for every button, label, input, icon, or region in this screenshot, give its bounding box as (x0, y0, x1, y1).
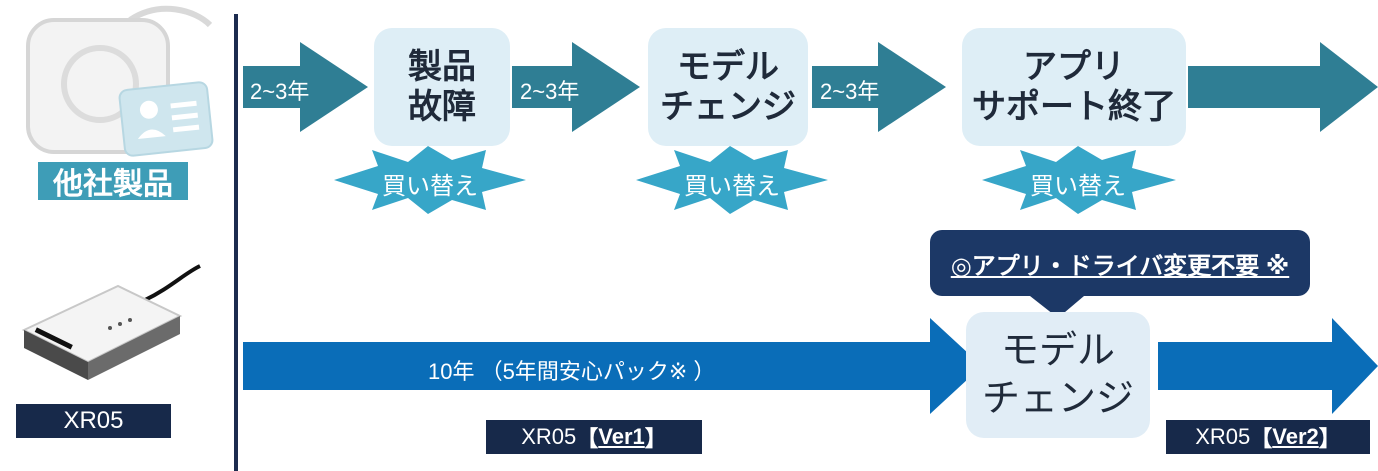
burst-3 (982, 146, 1176, 214)
version-tag-ver1: XR05 【 Ver1 】 (486, 420, 702, 454)
stage-product-failure: 製品 故障 (374, 28, 510, 146)
tag-prefix: XR05 (1195, 424, 1251, 449)
stage-line: モデル (1000, 330, 1115, 372)
arrow-3 (812, 42, 946, 132)
burst-3-label: 買い替え (1030, 173, 1126, 200)
tag-version: Ver2 (1272, 424, 1319, 449)
arrow-2-label: 2~3年 (520, 79, 580, 104)
stage-app-support-end: アプリ サポート終了 (962, 28, 1186, 146)
arrow-2 (512, 42, 640, 132)
stage-model-change: モデル チェンジ (648, 28, 808, 146)
stage-line: サポート終了 (972, 88, 1176, 126)
burst-1-label: 買い替え (382, 173, 478, 200)
arrow-4 (1188, 42, 1378, 132)
end-arrow (1158, 318, 1378, 414)
arrow-1-label: 2~3年 (250, 79, 310, 104)
device-label: XR05 (16, 404, 171, 438)
tag-version: Ver1 (598, 424, 645, 449)
other-products-label: 他社製品 (38, 162, 188, 201)
note-pointer (1030, 296, 1084, 318)
xr05-device-icon (21, 264, 201, 380)
stage-line: モデル (677, 48, 779, 86)
version-tag-ver2: XR05 【 Ver2 】 (1166, 420, 1370, 454)
tag-open-bracket: 【 (576, 426, 599, 451)
burst-2-label: 買い替え (684, 173, 780, 200)
vertical-divider (234, 14, 238, 471)
stage-line: アプリ (1023, 48, 1125, 86)
stage-line: チェンジ (660, 88, 796, 126)
tag-close-bracket: 】 (644, 426, 667, 451)
main-arrow (243, 318, 982, 414)
burst-2 (636, 146, 828, 214)
stage-model-change-xr05: モデル チェンジ (966, 312, 1150, 438)
tag-close-bracket: 】 (1318, 426, 1341, 451)
main-arrow-label: 10年 （5年間安心パック※ ） (428, 359, 716, 384)
arrow-3-label: 2~3年 (820, 79, 880, 104)
arrow-1 (243, 42, 368, 132)
stage-line: 製品 (408, 48, 476, 86)
tag-open-bracket: 【 (1250, 426, 1273, 451)
card-reader-icon (26, 5, 214, 157)
burst-1 (334, 146, 526, 214)
stage-line: 故障 (408, 88, 476, 126)
tag-prefix: XR05 (521, 424, 577, 449)
no-driver-change-note: ◎アプリ・ドライバ変更不要 ※ (930, 230, 1310, 296)
stage-line: チェンジ (981, 378, 1134, 420)
